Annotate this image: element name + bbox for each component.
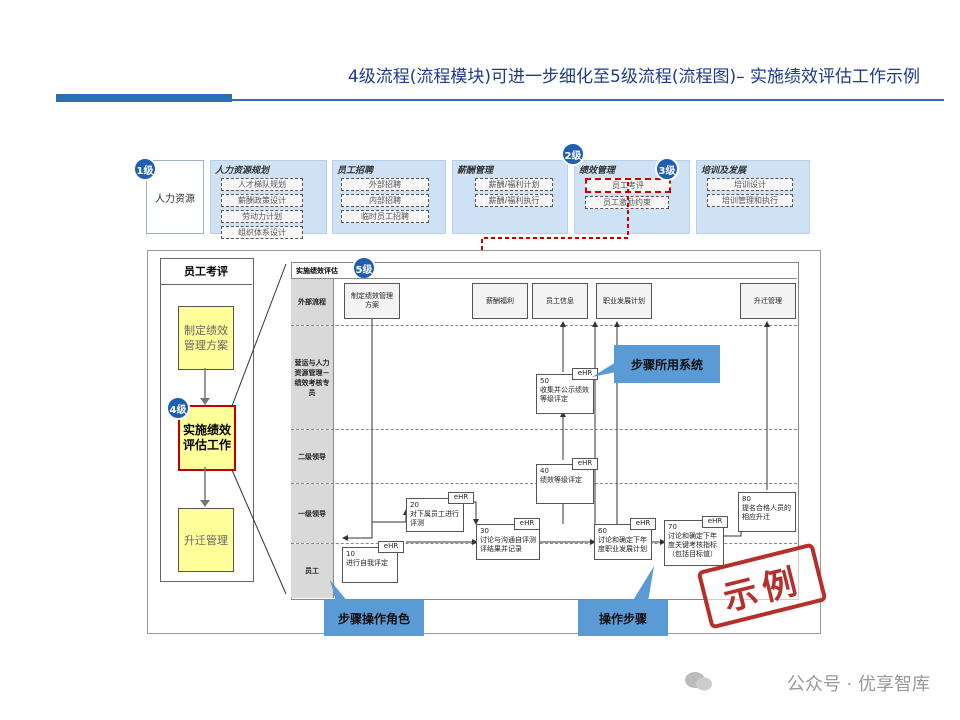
step-text: 绩效等级评定 [540, 476, 582, 484]
subprocess-item: 薪酬/福利计划 [475, 178, 553, 191]
page-title: 4级流程(流程模块)可进一步细化至5级流程(流程图)– 实施绩效评估工作示例 [347, 67, 920, 87]
lane-divider [291, 278, 797, 279]
step-node-10: 10 进行自我评定 [342, 547, 398, 583]
lane-label-level1-leader: 一级领导 [291, 484, 333, 543]
callout-step: 操作步骤 [578, 600, 668, 636]
flow-connectors [342, 319, 770, 545]
step-system-tag: eHR [514, 518, 540, 530]
title-accent-bar [56, 94, 232, 102]
step-text: 提名合格人员的相应升迁 [742, 504, 791, 521]
lane-label-level2-leader: 二级领导 [291, 430, 333, 483]
step-number: 40 [540, 467, 549, 475]
lane-label-divider [333, 278, 334, 598]
callout-role: 步骤操作角色 [324, 600, 424, 636]
external-node: 制定绩效管理方案 [344, 283, 400, 319]
step-text: 讨论和确定下年度职业发展计划 [598, 536, 647, 553]
step-number: 30 [480, 527, 489, 535]
badge-level4: 4级 [166, 396, 190, 420]
lane-divider [291, 429, 797, 430]
category-name: 薪酬管理 [457, 166, 494, 176]
lane-label-employee: 员工 [291, 544, 333, 598]
subprocess-item: 培训设计 [707, 178, 793, 191]
category-name: 培训及发展 [701, 166, 747, 176]
subprocess-item: 临时员工招聘 [341, 210, 429, 223]
category-hr-planning: 人力资源规划 人才梯队规划 薪酬政策设计 劳动力计划 组织体系设计 [210, 160, 327, 239]
subprocess-item: 劳动力计划 [221, 210, 303, 223]
callout-system-pointer [592, 362, 616, 377]
category-compensation: 薪酬管理 薪酬/福利计划 薪酬/福利执行 [452, 160, 568, 234]
external-node: 职业发展计划 [596, 283, 652, 319]
step-node-50: 50 收集并公示绩效等级评定 [536, 374, 594, 414]
badge-level1: 1级 [133, 157, 157, 181]
title-underline [232, 99, 944, 101]
subprocess-item: 人才梯队规划 [221, 178, 303, 191]
lane-label-external: 外部流程 [291, 279, 333, 325]
step-number: 60 [598, 527, 607, 535]
step-text: 进行自我评定 [346, 559, 388, 567]
level4-box-implement: 实施绩效评估工作 [178, 405, 236, 471]
step-system-tag: eHR [572, 458, 598, 470]
callout-step-pointer [632, 566, 654, 602]
callout-system: 步骤所用系统 [614, 345, 720, 383]
step-number: 10 [346, 550, 355, 558]
step-number: 70 [668, 523, 677, 531]
step-text: 讨论与沟通自评测评结果并记录 [480, 536, 536, 553]
subprocess-item: 外部招聘 [341, 178, 429, 191]
badge-level2: 2级 [561, 142, 585, 166]
step-system-tag: eHR [378, 541, 404, 553]
category-name: 员工招聘 [337, 166, 374, 176]
category-training: 培训及发展 培训设计 培训管理和执行 [696, 160, 810, 234]
step-text: 收集并公示绩效等级评定 [540, 386, 589, 403]
subprocess-item: 薪酬政策设计 [221, 194, 303, 207]
level4-arrows [200, 368, 210, 507]
step-number: 80 [742, 495, 751, 503]
step-number: 20 [410, 501, 419, 509]
step-node-40: 40 绩效等级评定 [536, 464, 594, 504]
step-node-60: 60 讨论和确定下年度职业发展计划 [594, 524, 652, 560]
external-node: 员工信息 [532, 283, 588, 319]
step-text: 对下属员工进行评测 [410, 510, 459, 527]
lane-divider [291, 543, 797, 544]
callout-role-pointer [330, 580, 348, 602]
step-node-30: 30 讨论与沟通自评测评结果并记录 [476, 524, 540, 560]
zoom-lines [231, 263, 287, 595]
badge-level5: 5级 [352, 256, 376, 280]
level4-header: 员工考评 [160, 258, 252, 285]
level4-box-promotion: 升迁管理 [178, 508, 234, 572]
category-name: 绩效管理 [579, 166, 616, 176]
category-recruitment: 员工招聘 外部招聘 内部招聘 临时员工招聘 [332, 160, 446, 234]
step-text: 讨论和确定下年度关键考核指标（包括目标值） [668, 532, 717, 558]
lane-label-hr-specialist: 营运与人力资源管理－绩效考核专员 [291, 326, 333, 429]
lane-divider [291, 325, 797, 326]
badge-level3: 3级 [655, 157, 679, 181]
watermark: 公众号 · 优享智库 [786, 674, 930, 695]
level1-label: 人力资源 [155, 193, 195, 205]
level5-header: 实施绩效评估 [296, 267, 338, 275]
step-node-20: 20 对下属员工进行评测 [406, 498, 464, 532]
level4-box-plan: 制定绩效管理方案 [178, 306, 234, 370]
step-system-tag: eHR [630, 518, 656, 530]
subprocess-item: 组织体系设计 [221, 226, 303, 239]
step-number: 50 [540, 377, 549, 385]
step-node-80: 80 提名合格人员的相应升迁 [738, 492, 796, 532]
external-node: 升迁管理 [740, 283, 796, 319]
highlight-connector [481, 182, 629, 258]
step-system-tag: eHR [702, 516, 728, 528]
category-name: 人力资源规划 [215, 166, 270, 176]
external-node: 薪酬福利 [472, 283, 528, 319]
subprocess-item: 内部招聘 [341, 194, 429, 207]
subprocess-item: 薪酬/福利执行 [475, 194, 553, 207]
wechat-icon [684, 670, 714, 692]
subprocess-item: 培训管理和执行 [707, 194, 793, 207]
step-system-tag: eHR [448, 492, 474, 504]
